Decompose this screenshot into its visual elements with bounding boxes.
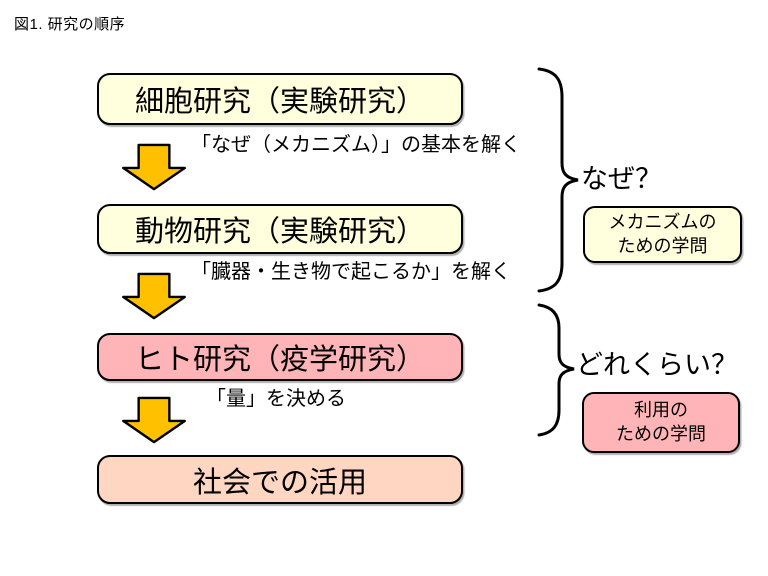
- down-arrow-icon: [122, 143, 186, 191]
- flow-box-human-research: ヒト研究（疫学研究）: [97, 333, 463, 381]
- flow-box-cell-research: 細胞研究（実験研究）: [97, 73, 463, 125]
- down-arrow-shape: [122, 272, 186, 320]
- note-line: ための学問: [616, 423, 706, 444]
- down-arrow-icon: [122, 396, 186, 444]
- step-label-mechanism-basics: 「なぜ（メカニズム）」の基本を解く: [191, 134, 521, 156]
- step-label-determine-amount: 「量」を決める: [206, 388, 346, 410]
- flow-box-society-use: 社会での活用: [97, 455, 463, 504]
- note-line: メカニズムの: [608, 212, 717, 233]
- question-label-why: なぜ？: [581, 164, 662, 194]
- curly-brace-icon: [537, 303, 575, 437]
- note-box-mechanism-study: メカニズムの ための学問: [583, 206, 742, 263]
- down-arrow-icon: [122, 272, 186, 320]
- question-label-how-much: どれくらい？: [576, 350, 738, 380]
- down-arrow-shape: [122, 396, 186, 444]
- note-box-utilization-study: 利用の ための学問: [582, 392, 740, 453]
- note-line: ための学問: [617, 235, 708, 256]
- curly-brace-path: [537, 303, 575, 437]
- curly-brace-icon: [537, 67, 579, 293]
- down-arrow-shape: [122, 143, 186, 191]
- note-line: 利用の: [634, 400, 688, 421]
- flow-box-animal-research: 動物研究（実験研究）: [97, 204, 463, 254]
- curly-brace-path: [537, 67, 579, 293]
- step-label-organs-living: 「臓器・生き物で起こるか」を解く: [191, 261, 511, 283]
- figure-title: 図1. 研究の順序: [14, 16, 126, 33]
